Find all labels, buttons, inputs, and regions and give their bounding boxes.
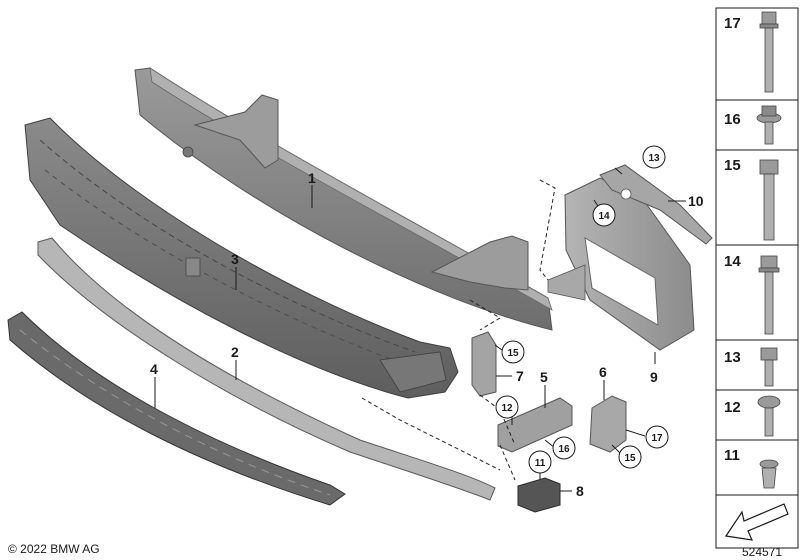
bracket-strip-part [7, 311, 346, 506]
bolt-13-image [760, 347, 778, 387]
callout-15-upper: 15 [501, 340, 525, 364]
svg-text:11: 11 [535, 458, 546, 469]
callout-10: 10 [688, 193, 704, 209]
screw-12-image [757, 395, 781, 437]
bolt-15-image [759, 159, 779, 241]
reinforcement-strip-part [37, 237, 496, 501]
tow-bracket-part [589, 395, 627, 453]
diagram-number-text: 524571 [742, 545, 782, 559]
callout-1: 1 [308, 170, 316, 186]
part-15-label: 15 [724, 157, 741, 174]
svg-text:15: 15 [624, 453, 636, 464]
copyright-text: © 2022 BMW AG [8, 542, 100, 556]
callout-8: 8 [576, 483, 584, 499]
callout-15-lower: 15 [618, 445, 642, 469]
part-16-label: 16 [724, 111, 741, 128]
svg-text:12: 12 [501, 403, 513, 414]
part-17-label: 17 [724, 15, 741, 32]
callout-4: 4 [150, 361, 158, 377]
callout-16: 16 [552, 436, 576, 460]
part-12-label: 12 [724, 399, 741, 416]
rivet-11-image [759, 459, 779, 489]
callout-17: 17 [645, 425, 669, 449]
upper-bracket-part [599, 164, 713, 245]
callout-7: 7 [516, 368, 524, 384]
part-13-label: 13 [724, 349, 741, 366]
callout-14: 14 [592, 203, 616, 227]
part-11-label: 11 [724, 447, 740, 464]
svg-text:14: 14 [598, 211, 610, 222]
small-bracket-part [471, 331, 497, 397]
callout-6: 6 [599, 364, 607, 380]
callout-2: 2 [231, 344, 239, 360]
svg-text:16: 16 [558, 444, 570, 455]
bumper-carrier-part [134, 67, 553, 331]
part-14-label: 14 [724, 253, 741, 270]
parts-column: 17 16 15 14 13 12 11 [715, 7, 799, 549]
crash-tube-part [497, 397, 573, 453]
callout-12: 12 [495, 395, 519, 419]
bolt-14-image [758, 255, 780, 335]
energy-absorber-part [24, 117, 459, 399]
bolt-17-image [759, 11, 779, 93]
callout-13: 13 [642, 145, 666, 169]
svg-text:17: 17 [651, 433, 663, 444]
direction-arrow-icon [724, 503, 789, 541]
callout-5: 5 [540, 369, 548, 385]
rubber-block-part [517, 477, 561, 513]
svg-text:13: 13 [648, 153, 660, 164]
callout-9: 9 [650, 369, 658, 385]
bolt-16-image [756, 105, 782, 145]
svg-text:15: 15 [507, 348, 519, 359]
assembly-lines [361, 179, 556, 481]
callout-11: 11 [528, 450, 552, 474]
callout-3: 3 [231, 251, 239, 267]
